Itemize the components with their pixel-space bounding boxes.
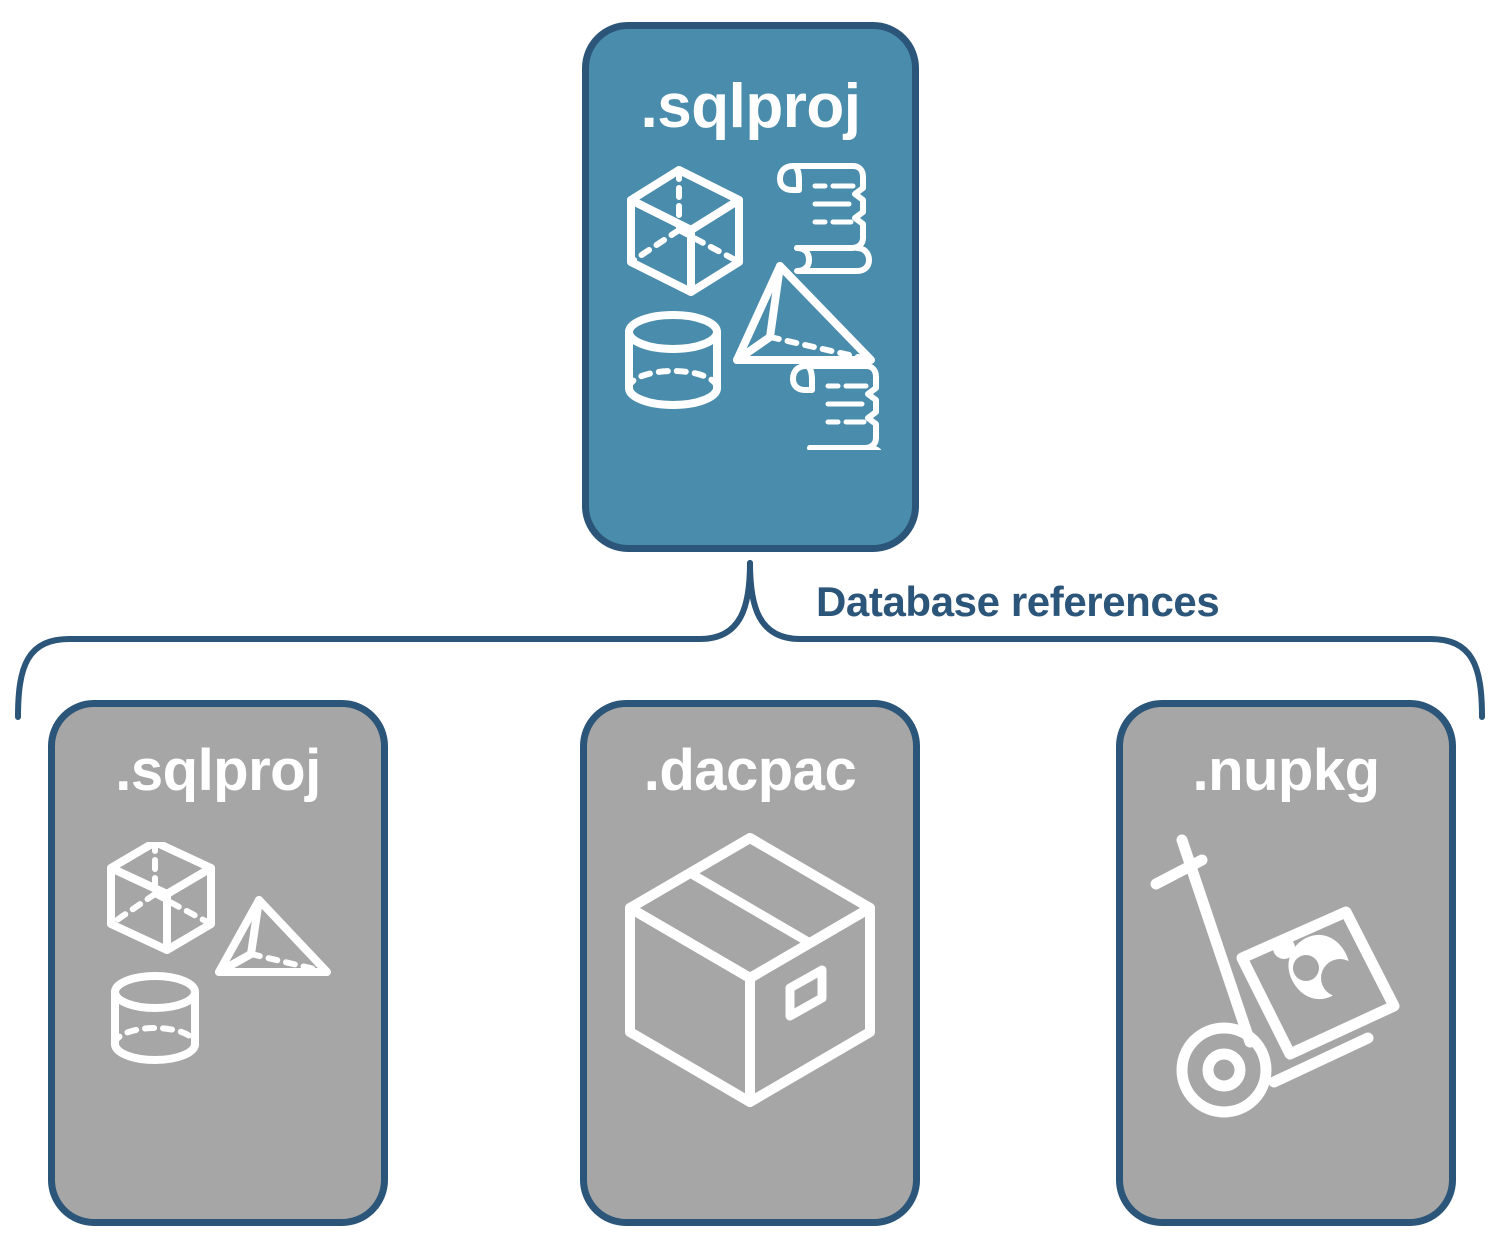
hand-truck-icon [1150, 834, 1374, 1118]
scroll-icon [776, 163, 872, 274]
nuget-package-icon [1236, 906, 1400, 1060]
node-card-root-sqlproj[interactable]: .sqlproj [582, 22, 919, 552]
node-artwork [589, 142, 912, 545]
root-icon-group [624, 163, 881, 450]
node-artwork [1123, 804, 1449, 1219]
node-title: .nupkg [1192, 738, 1380, 803]
node-title: .dacpac [643, 738, 857, 803]
brace-connector [15, 560, 1485, 720]
node-card-ref-sqlproj[interactable]: .sqlproj [48, 700, 388, 1226]
pyramid-icon [215, 896, 331, 976]
node-title: .sqlproj [115, 738, 321, 803]
ref-sqlproj-icon-group [107, 842, 331, 1064]
cube-icon [107, 842, 215, 954]
brace-label: Database references [816, 578, 1220, 625]
nupkg-icon-group [1150, 834, 1400, 1118]
scroll-icon [789, 363, 881, 450]
node-card-ref-nupkg[interactable]: .nupkg [1116, 700, 1456, 1226]
node-card-ref-dacpac[interactable]: .dacpac [580, 700, 920, 1226]
node-artwork [587, 804, 913, 1219]
cylinder-icon [624, 311, 721, 409]
cube-icon [626, 166, 743, 296]
cylinder-icon [111, 972, 199, 1064]
package-box-icon-group [625, 833, 875, 1107]
node-artwork [55, 804, 381, 1219]
package-box-icon [625, 833, 875, 1107]
pyramid-icon [732, 262, 875, 364]
node-title: .sqlproj [640, 72, 861, 141]
